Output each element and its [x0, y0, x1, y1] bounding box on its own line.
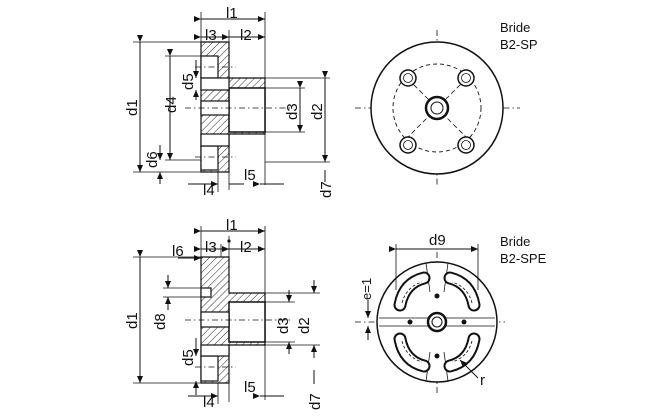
top-section-view: l1 l3 l2 l4 l5 d1 d4 d5 d6 d3 d2 d7	[124, 5, 335, 199]
label-d1-bottom: d1	[124, 312, 141, 329]
top-hole-upper	[200, 77, 230, 91]
top-bolt-circle	[392, 63, 482, 153]
label-d5-top: d5	[180, 73, 197, 90]
bottom-counterbore-lower	[200, 355, 219, 382]
label-l2-bottom: l2	[240, 239, 252, 256]
top-bolt-hole-1	[399, 69, 417, 87]
bottom-center-hole	[200, 311, 230, 328]
top-hole-lower	[200, 133, 230, 147]
title-bottom-line1: Bride	[500, 234, 530, 249]
label-l4-bottom: l4	[203, 394, 215, 411]
label-d6-top: d6	[144, 151, 161, 168]
bottom-front-view: d9 e=1 r Bride B2-SPE	[355, 232, 547, 394]
top-center-hub	[424, 95, 450, 121]
label-l4-top: l4	[203, 182, 215, 199]
label-d1-top: d1	[124, 99, 141, 116]
bottom-center-hub	[426, 311, 448, 333]
label-d3-top: d3	[284, 103, 301, 120]
bottom-hole-lower	[200, 344, 230, 357]
label-l6-bottom: l6	[172, 243, 184, 260]
label-d9: d9	[429, 232, 446, 249]
top-front-view: Bride B2-SP	[355, 20, 538, 186]
label-e1: e=1	[359, 278, 374, 300]
label-d2-bottom: d2	[296, 317, 313, 334]
label-d7-bottom: d7	[307, 393, 324, 410]
top-counterbore-lower	[200, 145, 219, 171]
title-top-line1: Bride	[500, 20, 530, 35]
label-d5-bottom: d5	[180, 349, 197, 366]
bottom-section-view: l1 l3 l2 l6 l4 l5 d1 d8 d5 d3 d2 d7	[124, 217, 324, 411]
top-bolt-hole-2	[457, 69, 475, 87]
top-bolt-hole-3	[399, 136, 417, 154]
title-bottom-line2: B2-SPE	[500, 251, 547, 266]
title-top-line2: B2-SP	[500, 37, 538, 52]
bottom-bore	[228, 301, 266, 343]
label-d7-top: d7	[318, 181, 335, 198]
label-l2-top: l2	[240, 27, 252, 44]
label-l3-top: l3	[205, 27, 217, 44]
label-l3-bottom: l3	[205, 239, 217, 256]
label-r: r	[480, 372, 485, 389]
label-l5-bottom: l5	[244, 379, 256, 396]
label-l5-top: l5	[244, 167, 256, 184]
top-bore	[228, 87, 266, 133]
label-d8-bottom: d8	[152, 313, 169, 330]
label-d4-top: d4	[163, 96, 180, 113]
label-l1-bottom: l1	[226, 217, 238, 234]
label-d2-top: d2	[309, 103, 326, 120]
label-l1-top: l1	[226, 5, 238, 22]
leader-r	[459, 359, 479, 379]
top-bolt-hole-4	[457, 136, 475, 154]
label-d3-bottom: d3	[275, 317, 292, 334]
bottom-pin-hole	[200, 287, 212, 298]
